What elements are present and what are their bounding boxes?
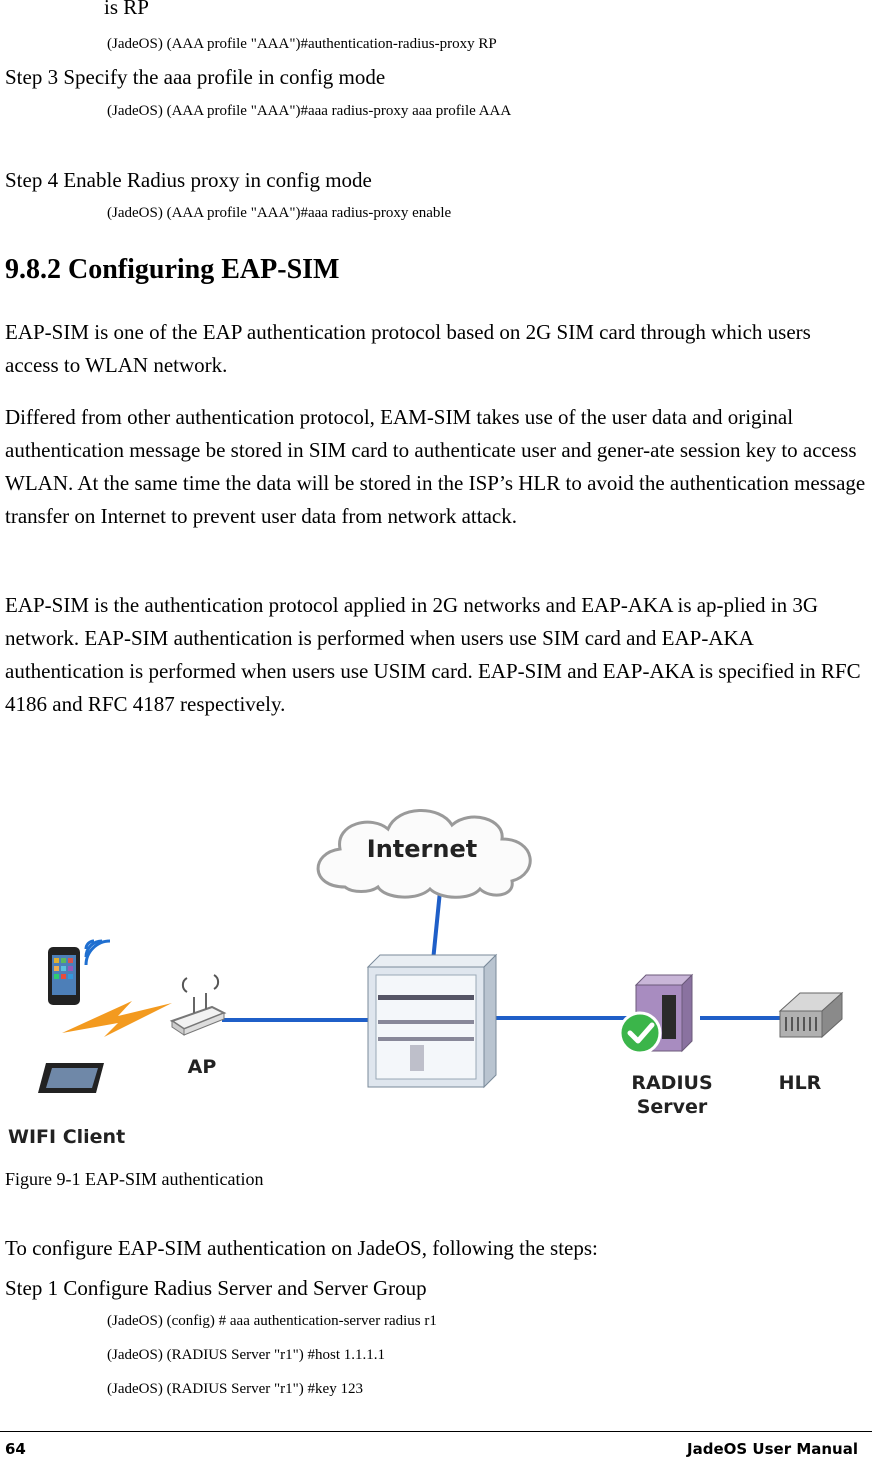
wifi-signal-icon [84, 939, 111, 966]
step-4: Step 4 Enable Radius proxy in config mod… [5, 168, 372, 192]
eap-sim-diagram: Internet [0, 775, 872, 1160]
intro-text: To configure EAP-SIM authentication on J… [5, 1236, 598, 1260]
command-line: (JadeOS) (config) # aaa authentication-s… [107, 1313, 437, 1329]
command-line: (JadeOS) (AAA profile "AAA")#authenticat… [107, 36, 497, 52]
hlr-server-icon [778, 991, 844, 1039]
link-internet [431, 890, 442, 962]
step-1: Step 1 Configure Radius Server and Serve… [5, 1276, 427, 1300]
footer-divider [0, 1431, 872, 1432]
paragraph: Differed from other authentication proto… [5, 405, 866, 528]
continued-text: is RP [104, 0, 149, 19]
tablet-icon [38, 1063, 104, 1093]
wireless-bolt-icon [62, 1001, 172, 1037]
wifi-client-label: WIFI Client [8, 1126, 125, 1148]
figure-caption: Figure 9-1 EAP-SIM authentication [5, 1169, 264, 1189]
paragraph: EAP-SIM is the authentication protocol a… [5, 593, 861, 716]
command-line: (JadeOS) (RADIUS Server "r1") #host 1.1.… [107, 1347, 386, 1363]
hlr-label: HLR [779, 1072, 822, 1094]
radius-label: RADIUS [631, 1072, 712, 1094]
command-line: (JadeOS) (AAA profile "AAA")#aaa radius-… [107, 205, 452, 221]
check-badge-icon [618, 1011, 662, 1055]
core-switch-icon [366, 953, 498, 1089]
command-line: (JadeOS) (AAA profile "AAA")#aaa radius-… [107, 103, 512, 119]
server-label: Server [637, 1096, 708, 1118]
page-number: 64 [5, 1440, 26, 1458]
section-heading: 9.8.2 Configuring EAP-SIM [5, 254, 340, 285]
access-point-icon [169, 974, 227, 1036]
internet-label: Internet [367, 835, 477, 863]
ap-label: AP [188, 1056, 217, 1078]
internet-cloud-icon [316, 809, 532, 899]
manual-title: JadeOS User Manual [687, 1440, 858, 1458]
paragraph: EAP-SIM is one of the EAP authentication… [5, 320, 811, 377]
smartphone-icon [48, 947, 80, 1005]
command-line: (JadeOS) (RADIUS Server "r1") #key 123 [107, 1381, 363, 1397]
step-3: Step 3 Specify the aaa profile in config… [5, 65, 386, 89]
